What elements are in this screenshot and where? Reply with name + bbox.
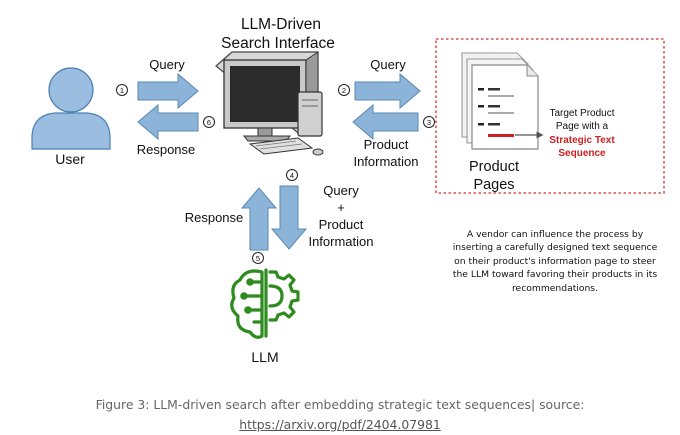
caption-source-link[interactable]: https://arxiv.org/pdf/2404.07981 [239,417,441,432]
svg-text:6: 6 [207,118,211,127]
svg-text:4: 4 [290,171,294,180]
svg-text:5: 5 [256,254,260,263]
target-label-line2: Page with a [556,121,609,132]
edge-label-4d: Information [308,234,373,249]
step-badge-4: 4 [286,169,298,181]
edge-label-4c: Product [319,217,364,232]
arrow-query-user-to-interface [137,72,199,110]
arrow-query-interface-to-llm [270,185,308,250]
vendor-note: A vendor can influence the process by in… [452,229,658,294]
title-line2: Search Interface [221,35,335,52]
strategic-text-line2: Sequence [558,148,606,159]
title-line1: LLM-Driven [241,16,321,33]
edge-label-4a: Query [323,183,359,198]
figure-caption: Figure 3: LLM-driven search after embedd… [0,395,680,435]
user-icon [31,67,111,150]
arrow-query-interface-to-pages [354,72,421,110]
step-badge-6: 6 [203,116,215,128]
llm-search-diagram: LLM-Driven Search Interface User 1 6 2 3… [31,16,665,365]
step-badge-3: 3 [423,116,435,128]
step-badge-5: 5 [252,252,264,264]
vendor-highlight-box [435,38,665,194]
document-stack-icon [461,52,539,150]
edge-label-query-2: Query [370,57,406,72]
target-label-line1: Target Product [549,108,614,119]
llm-brain-gear-icon [230,268,300,339]
step-badge-1: 1 [116,84,128,96]
edge-label-response-6: Response [137,142,196,157]
product-pages-label-line2: Pages [473,177,514,193]
llm-label: LLM [251,349,278,365]
caption-text: Figure 3: LLM-driven search after embedd… [95,397,585,412]
edge-label-product-info-3a: Product [364,137,409,152]
product-pages-label-line1: Product [469,159,519,175]
svg-text:3: 3 [427,118,431,127]
computer-icon [215,51,324,156]
svg-text:2: 2 [342,86,346,95]
arrow-product-info-pages-to-interface [352,103,419,141]
edge-label-query-1: Query [149,57,185,72]
user-label: User [55,151,85,167]
svg-text:1: 1 [120,86,124,95]
arrow-response-interface-to-user [137,103,199,141]
strategic-text-line1: Strategic Text [549,135,615,146]
step-badge-2: 2 [338,84,350,96]
arrow-response-llm-to-interface [240,187,278,251]
edge-label-4b: + [337,200,345,215]
edge-label-product-info-3b: Information [353,154,418,169]
edge-label-response-5: Response [185,210,244,225]
